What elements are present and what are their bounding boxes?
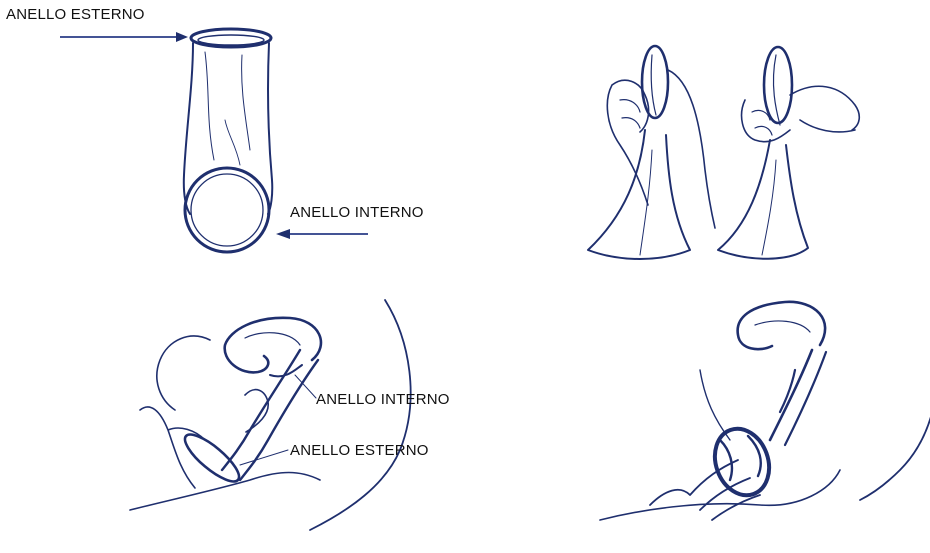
label-outer-ring-top: ANELLO ESTERNO bbox=[6, 6, 145, 23]
panel-squeeze-ring bbox=[588, 46, 859, 259]
left-condom-fold bbox=[640, 150, 652, 255]
vaginal-canal-lower bbox=[240, 360, 318, 480]
inner-ring-dark bbox=[706, 421, 778, 503]
sheath-fold-2 bbox=[242, 55, 250, 150]
sheath-right-side bbox=[268, 43, 272, 214]
vaginal-canal-4a bbox=[770, 350, 812, 440]
panel-condom-rings bbox=[184, 29, 272, 252]
uterus-outline-4 bbox=[738, 302, 825, 349]
inner-ring-inner-edge bbox=[191, 174, 263, 246]
left-ring-inner-line bbox=[651, 55, 656, 115]
uterus-outline bbox=[225, 318, 321, 373]
body-contour-4 bbox=[860, 330, 930, 500]
hand-shading-4 bbox=[720, 436, 761, 480]
left-hand-knuckles bbox=[620, 100, 640, 128]
outer-ring-inner-edge bbox=[198, 35, 264, 45]
inner-ring-shape bbox=[185, 168, 269, 252]
hand-fingers-4 bbox=[650, 460, 760, 520]
body-back-contour bbox=[310, 300, 411, 530]
label-inner-ring-top: ANELLO INTERNO bbox=[290, 204, 424, 221]
outer-ring-pointer bbox=[240, 450, 288, 465]
sheath-fold-1 bbox=[205, 52, 214, 160]
sheath-fold-3 bbox=[225, 120, 240, 165]
uterus-inner bbox=[245, 333, 300, 345]
label-inner-ring-bottom: ANELLO INTERNO bbox=[316, 391, 450, 408]
back-contour-4 bbox=[700, 370, 730, 440]
arrow-inner-ring-head bbox=[276, 229, 290, 239]
panel-positioned bbox=[600, 302, 930, 520]
label-outer-ring-bottom: ANELLO ESTERNO bbox=[290, 442, 429, 459]
body-front-contour bbox=[157, 336, 210, 410]
right-hand-outline bbox=[742, 86, 860, 141]
right-condom-fold bbox=[762, 160, 776, 255]
right-squeezed-ring bbox=[764, 47, 792, 123]
right-condom-body bbox=[718, 140, 808, 259]
uterus-inner-4 bbox=[755, 321, 810, 332]
left-condom-body bbox=[588, 130, 690, 259]
panel-insertion bbox=[130, 300, 411, 530]
left-squeezed-ring bbox=[642, 46, 668, 118]
right-ring-inner-line bbox=[773, 55, 780, 125]
arrow-outer-ring-head bbox=[176, 32, 188, 42]
